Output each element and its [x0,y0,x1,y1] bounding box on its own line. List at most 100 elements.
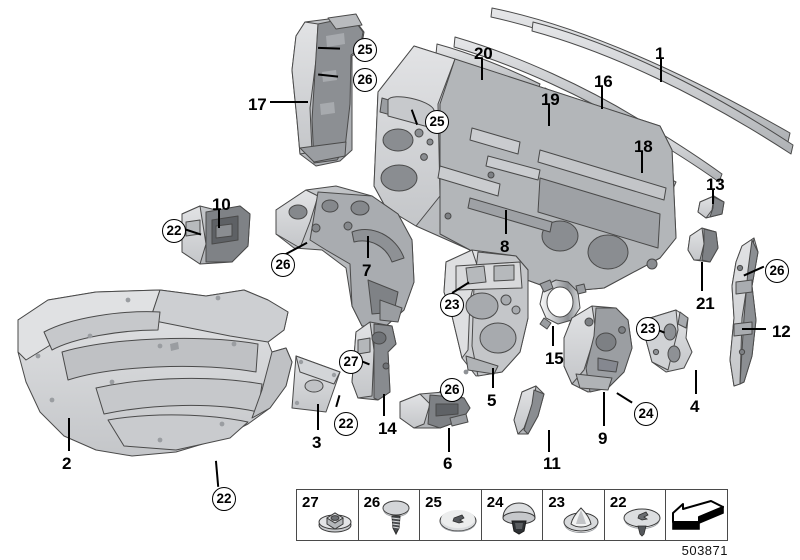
legend-number-27: 27 [302,494,319,511]
callout-27-part14: 27 [339,350,363,374]
part-17-wheelhouse-insulation [291,13,365,167]
callout-26-part7: 26 [271,253,295,277]
part-19-sealing-strip [453,36,723,183]
part-1-sealing-strip [490,7,791,143]
plug-clip-icon [623,508,661,537]
leader-1 [660,58,662,82]
part-label-5: 5 [487,391,497,410]
callout-24-part9: 24 [634,402,658,426]
part-13-insulation-wedge [697,195,725,219]
callout-26-part17: 26 [353,68,377,92]
part-label-9: 9 [598,429,608,448]
callout-25-firewall: 25 [425,110,449,134]
part-label-7: 7 [362,261,372,280]
fastener-legend: 27 26 25 24 [296,489,728,541]
leader-callout-24a [616,392,633,404]
part-12-pillar-insulation [729,237,759,387]
leader-8 [505,210,507,234]
leader-4 [695,370,697,394]
screw-icon [382,500,410,536]
callout-23-part4: 23 [636,317,660,341]
part-label-8: 8 [500,237,510,256]
part-label-3: 3 [312,433,322,452]
leader-9 [603,392,605,426]
leader-11 [548,430,550,452]
legend-number-23: 23 [548,494,565,511]
part-label-20: 20 [474,44,493,63]
part-label-15: 15 [545,349,564,368]
part-16-sealing-strip [531,21,794,155]
leader-callout-26a [318,73,339,78]
leader-3 [317,404,319,430]
legend-cell-27: 27 [297,490,359,540]
legend-number-24: 24 [486,494,504,511]
legend-number-26: 26 [363,494,381,511]
leader-15 [552,326,554,346]
part-label-13: 13 [706,175,725,194]
leader-callout-25a [317,47,341,50]
part-2-hood-insulation [17,289,293,457]
part-label-16: 16 [594,72,613,91]
callout-23-part5: 23 [440,293,464,317]
leader-2 [68,418,70,451]
leader-5 [492,368,494,388]
leader-21 [701,262,703,291]
part-11-curved-insulation [513,385,545,435]
leader-6 [448,428,450,452]
callout-22-part3: 22 [334,412,358,436]
legend-cell-23: 23 [543,490,605,540]
legend-cell-25: 25 [420,490,482,540]
part-10-bracket-insulation [181,205,251,265]
push-clip-icon [439,510,477,532]
leader-callout-22c [214,460,219,487]
part-20-sealing-strip [435,43,617,139]
part-label-2: 2 [62,454,72,473]
callout-22-part2: 22 [212,487,236,511]
part-18-sealing-strip [557,130,677,192]
legend-number-22: 22 [609,494,627,511]
leader-19 [548,104,550,126]
legend-cell-26: 26 [359,490,421,540]
legend-number-25: 25 [425,494,442,511]
part-label-6: 6 [443,454,453,473]
part-15-ring-grommet [539,279,587,330]
part-label-12: 12 [772,322,791,341]
callout-22-part10: 22 [162,219,186,243]
leader-callout-26d [743,266,765,277]
callout-26-part12: 26 [765,259,789,283]
leader-callout-23a [451,281,470,294]
conical-clip-icon [563,507,599,533]
leader-callout-22b [335,395,341,408]
part-label-17: 17 [248,95,267,114]
flange-nut-icon [318,512,352,533]
legend-cell-direction [666,490,727,540]
leader-callout-22a [183,228,202,236]
callout-25-part17-upper: 25 [353,38,377,62]
leader-18 [641,151,643,173]
part-label-1: 1 [655,44,665,63]
leader-16 [601,86,603,109]
part-label-4: 4 [690,397,700,416]
leader-17 [270,101,308,103]
part-label-19: 19 [541,90,560,109]
legend-cell-24: 24 [482,490,544,540]
part-label-10: 10 [212,195,231,214]
leader-10 [218,210,220,228]
leader-callout-25b [410,109,418,126]
part-label-21: 21 [696,294,715,313]
part-label-18: 18 [634,137,653,156]
legend-cell-22: 22 [605,490,667,540]
part-21-insulation-block [687,227,719,263]
leader-12 [742,328,766,330]
part-7-wheelhouse-insulation [275,185,415,327]
part-9-wheelhouse-insulation [563,305,633,393]
leader-14 [383,394,385,416]
leader-20 [481,58,483,80]
expanding-rivet-icon [502,502,536,535]
part-label-14: 14 [378,419,397,438]
callout-26-part6: 26 [440,378,464,402]
part-3-triangular-pad [291,355,341,413]
leader-7 [367,236,369,258]
